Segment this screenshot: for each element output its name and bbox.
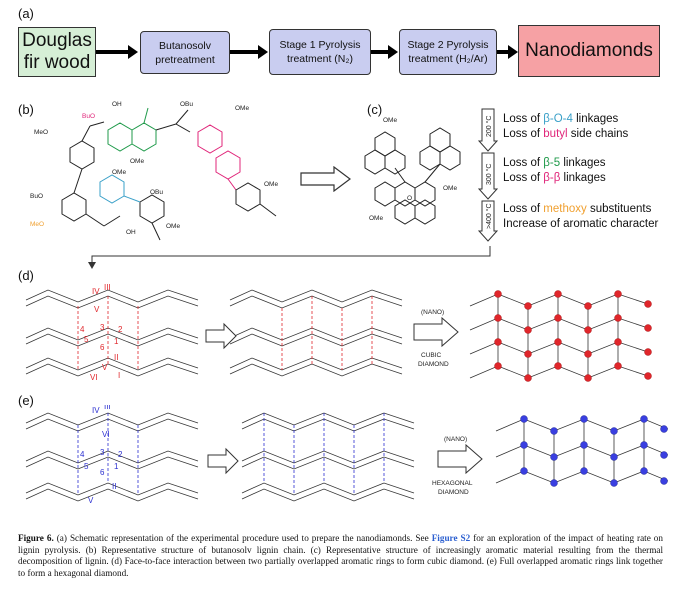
lbl-obu1: OBu <box>180 101 193 108</box>
step-beta-5: Loss of β-5 linkages <box>503 157 606 169</box>
lbl-ome4: OMe <box>112 169 126 176</box>
d-label-III: III <box>104 283 111 292</box>
e-hexagonal-label: HEXAGONAL <box>432 480 473 487</box>
d-nano-label: (NANO) <box>421 309 444 316</box>
flow-arrow-3 <box>371 45 398 59</box>
caption-figure-number: Figure 6. <box>18 533 54 543</box>
flow-box-pretreatment-label: Butanosolv pretreatment <box>155 39 215 66</box>
lbl-c-o: O <box>407 195 412 202</box>
flow-arrow-4 <box>497 45 518 59</box>
hollow-arrow-b-to-c <box>300 166 351 192</box>
lbl-ome1: OMe <box>235 105 249 112</box>
ring-left-top <box>69 140 95 170</box>
temp-400: >400 °C <box>485 203 493 229</box>
flow-box-stage2: Stage 2 Pyrolysis treatment (H₂/Ar) <box>399 29 497 75</box>
flow-arrow-1 <box>96 45 138 59</box>
e-label-6: 6 <box>100 468 105 477</box>
lignin-structure-diagram: OH OBu OMe MeO BuO OMe OMe BuO MeO OMe O… <box>30 101 278 241</box>
panel-label-e: (e) <box>18 393 34 408</box>
d-label-4: 4 <box>80 325 85 334</box>
e-label-5: 5 <box>84 462 89 471</box>
d-label-1: 1 <box>114 337 119 346</box>
panel-label-d: (d) <box>18 268 34 283</box>
e-label-3: 3 <box>100 448 105 457</box>
caption-text-1: (a) Schematic representation of the expe… <box>53 533 432 543</box>
d-cubic-label: CUBIC <box>421 352 442 359</box>
lbl-ome2: OMe <box>130 158 144 165</box>
lbl-oh4: OH <box>126 229 136 236</box>
lbl-c-ome1: OMe <box>383 117 397 124</box>
e-label-V: V <box>88 496 94 505</box>
flow-box-stage1-label: Stage 1 Pyrolysis treatment (N₂) <box>279 39 361 65</box>
figure-caption: Figure 6. (a) Schematic representation o… <box>18 533 663 579</box>
step-beta-beta: Loss of β-β linkages <box>503 172 606 184</box>
step-aromatic: Increase of aromatic character <box>503 218 659 230</box>
caption-link-figure-s2[interactable]: Figure S2 <box>431 533 471 543</box>
e-nano-label: (NANO) <box>444 436 467 443</box>
panel-d-diagram: IV III V 4 3 2 5 6 1 II V I VI (NANO) CU… <box>25 283 652 382</box>
d-label-2: 2 <box>118 325 123 334</box>
e-label-III: III <box>104 405 111 411</box>
e-label-II: II <box>112 482 116 491</box>
e-label-4: 4 <box>80 450 85 459</box>
connector-c-to-d <box>88 246 491 269</box>
panel-e-diagram: IV III VI 4 3 2 5 6 1 II V (NANO) HEXAGO… <box>25 405 668 505</box>
e-diamond-label: DIAMOND <box>438 489 469 496</box>
lbl-obu3: OBu <box>150 189 163 196</box>
d-label-3: 3 <box>100 323 105 332</box>
flow-arrow-2 <box>230 45 268 59</box>
flow-box-stage1: Stage 1 Pyrolysis treatment (N₂) <box>269 29 371 75</box>
d-label-V: V <box>94 305 100 314</box>
flow-box-wood-label: Douglas fir wood <box>22 30 92 73</box>
lbl-meo1: MeO <box>34 129 48 136</box>
temp-200: 200 °C <box>485 116 493 137</box>
e-label-VI: VI <box>102 430 110 439</box>
step-methoxy: Loss of methoxy substituents <box>503 203 652 215</box>
temp-300: 300 °C <box>485 164 493 185</box>
step-butyl: Loss of butyl side chains <box>503 128 629 140</box>
lbl-c-ome3: OMe <box>369 215 383 222</box>
d-label-IV: IV <box>92 287 100 296</box>
d-diamond-label: DIAMOND <box>418 361 449 368</box>
e-label-2: 2 <box>118 450 123 459</box>
lbl-ome3: OMe <box>264 181 278 188</box>
panel-label-c: (c) <box>367 102 383 117</box>
caption-text-2: for an exploration of the impact of heat… <box>18 533 663 578</box>
d-label-V-b: V <box>102 363 108 372</box>
e-label-IV: IV <box>92 406 100 415</box>
step-beta-o4: Loss of β-O-4 linkages <box>503 113 619 125</box>
lbl-bu2: BuO <box>30 193 43 200</box>
lbl-ome5: OMe <box>166 223 180 230</box>
temperature-arrow: 200 °C 300 °C >400 °C <box>478 108 498 242</box>
panel-label-b: (b) <box>18 102 34 117</box>
lbl-oh1: OH <box>112 101 122 108</box>
aromatic-structure-diagram: OMe OMe OMe O <box>364 117 461 225</box>
d-label-I: I <box>118 371 120 380</box>
d-label-VI: VI <box>90 373 98 382</box>
flow-box-wood: Douglas fir wood <box>18 27 96 77</box>
flow-box-nanodiamonds-label: Nanodiamonds <box>525 40 653 61</box>
d-label-II: II <box>114 353 118 362</box>
flow-box-stage2-label: Stage 2 Pyrolysis treatment (H₂/Ar) <box>407 39 489 65</box>
flow-box-pretreatment: Butanosolv pretreatment <box>140 31 230 74</box>
d-label-5: 5 <box>84 335 89 344</box>
lbl-c-ome2: OMe <box>443 185 457 192</box>
lbl-meo2: MeO <box>30 221 44 228</box>
panel-label-a: (a) <box>18 6 34 21</box>
e-label-1: 1 <box>114 462 119 471</box>
ring-left-bottom <box>61 192 87 222</box>
flow-box-nanodiamonds: Nanodiamonds <box>518 25 660 77</box>
d-label-6: 6 <box>100 343 105 352</box>
lbl-bu1: BuO <box>82 113 95 120</box>
